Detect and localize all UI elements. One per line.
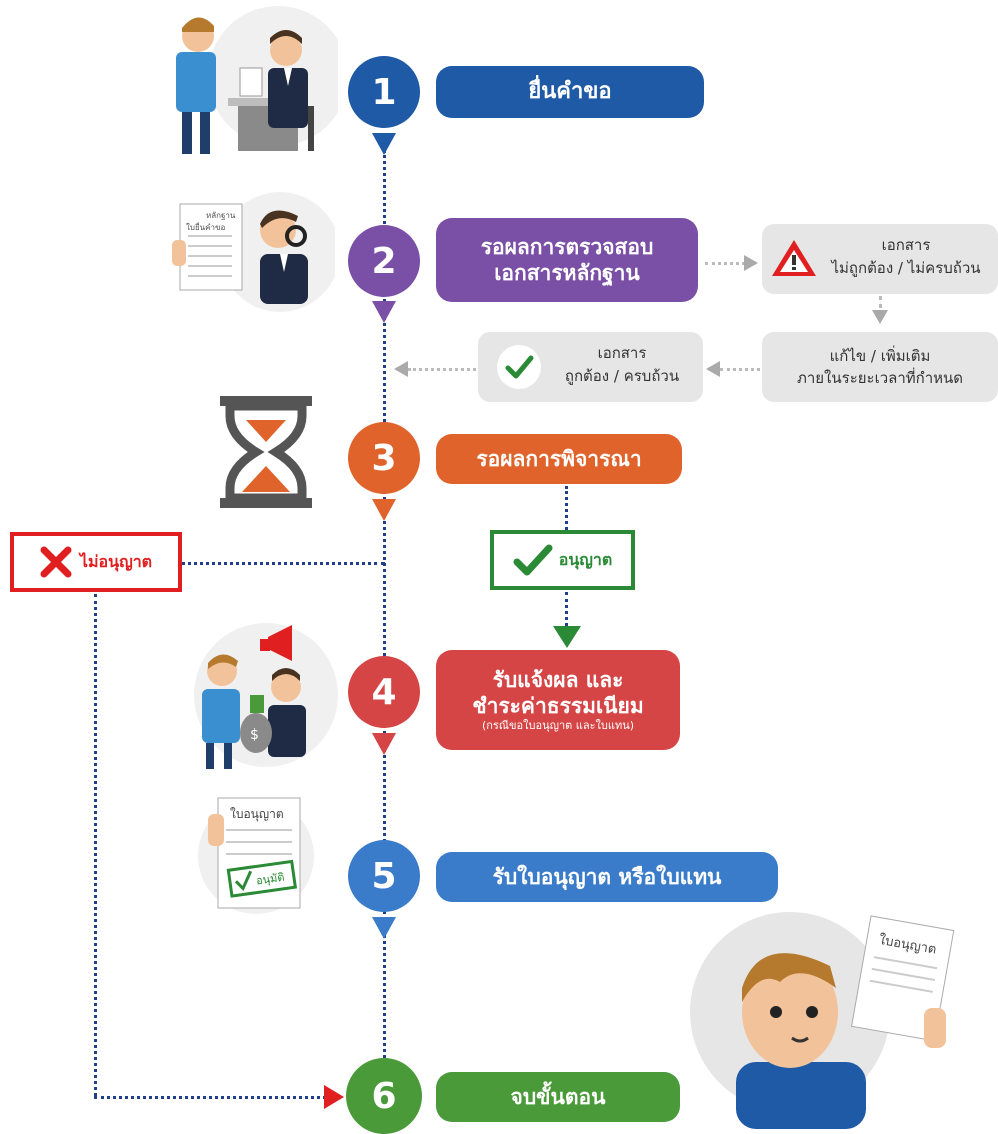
step-2-label-line2: เอกสารหลักฐาน bbox=[494, 261, 640, 285]
step-5-label-box: รับใบอนุญาต หรือใบแทน bbox=[436, 852, 778, 902]
step-5-number: 5 bbox=[371, 855, 397, 897]
rejected-x-icon bbox=[40, 546, 72, 578]
approved-label: อนุญาต bbox=[558, 549, 613, 569]
checkmark-circle-icon bbox=[496, 344, 542, 390]
step-6-circle: 6 bbox=[346, 1058, 422, 1134]
illustration-submit-request bbox=[168, 6, 338, 161]
step-2-arrow bbox=[372, 301, 396, 323]
step-5-label: รับใบอนุญาต หรือใบแทน bbox=[492, 864, 722, 889]
step-1-arrow bbox=[372, 133, 396, 155]
step-5-arrow bbox=[372, 917, 396, 939]
invalid-documents-line1: เอกสาร bbox=[881, 236, 931, 254]
step-2-label-box: รอผลการตรวจสอบ เอกสารหลักฐาน bbox=[436, 218, 698, 302]
step-6-number: 6 bbox=[371, 1075, 397, 1117]
step-2-label-line1: รอผลการตรวจสอบ bbox=[480, 234, 654, 259]
step-1-label-box: ยื่นคำขอ bbox=[436, 66, 704, 118]
branch-arrow-left-2 bbox=[394, 361, 408, 377]
branch-connector-down bbox=[879, 296, 882, 308]
step-2-circle: 2 bbox=[348, 225, 420, 297]
fix-documents-line1: แก้ไข / เพิ่มเติม bbox=[829, 346, 931, 365]
invalid-documents-line2: ไม่ถูกต้อง / ไม่ครบถ้วน bbox=[831, 258, 981, 277]
fix-documents-line2: ภายในระยะเวลาที่กำหนด bbox=[796, 369, 964, 387]
step-4-circle: 4 bbox=[348, 656, 420, 728]
branch-connector-to-main bbox=[408, 368, 476, 371]
approved-connector-lower bbox=[565, 592, 568, 626]
step-1-circle: 1 bbox=[348, 56, 420, 128]
valid-documents-line2: ถูกต้อง / ครบถ้วน bbox=[564, 366, 680, 385]
step-1-label: ยื่นคำขอ bbox=[528, 79, 612, 105]
step-6-label-box: จบขั้นตอน bbox=[436, 1072, 680, 1122]
step-3-label-box: รอผลการพิจารณา bbox=[436, 434, 682, 484]
step-3-arrow bbox=[372, 499, 396, 521]
illustration-license-approved: ใบอนุญาต อนุมัติ bbox=[196, 790, 316, 920]
step-5-circle: 5 bbox=[348, 840, 420, 912]
fix-documents-box: แก้ไข / เพิ่มเติม ภายในระยะเวลาที่กำหนด bbox=[762, 332, 998, 402]
hourglass-icon bbox=[220, 396, 312, 508]
warning-icon bbox=[770, 238, 818, 278]
rejected-arrow bbox=[324, 1085, 344, 1109]
rejected-box: ไม่อนุญาต bbox=[10, 532, 182, 592]
approved-check-icon bbox=[513, 542, 553, 578]
rejected-connector bbox=[181, 562, 385, 565]
main-connector bbox=[383, 150, 386, 1070]
request-form-label: ใบยื่นคำขอ bbox=[186, 221, 225, 232]
branch-arrow-down bbox=[872, 310, 888, 324]
step-2-number: 2 bbox=[371, 240, 397, 282]
step-3-label: รอผลการพิจารณา bbox=[476, 446, 642, 471]
step-4-label-box: รับแจ้งผล และ ชำระค่าธรรมเนียม (กรณีขอใบ… bbox=[436, 650, 680, 750]
valid-documents-text: เอกสาร ถูกต้อง / ครบถ้วน bbox=[552, 342, 692, 387]
step-4-number: 4 bbox=[371, 671, 397, 713]
illustration-receive-license: ใบอนุญาต bbox=[680, 912, 980, 1129]
license-doc-label: ใบอนุญาต bbox=[230, 807, 284, 822]
step-6-label: จบขั้นตอน bbox=[510, 1084, 606, 1109]
step-4-note: (กรณีขอใบอนุญาต และใบแทน) bbox=[481, 719, 635, 733]
svg-text:$: $ bbox=[250, 727, 259, 743]
approved-arrow bbox=[553, 626, 581, 648]
approved-stamp-label: อนุมัติ bbox=[255, 871, 285, 888]
step-4-label-line1: รับแจ้งผล และ bbox=[492, 667, 624, 692]
approved-connector-upper bbox=[565, 486, 568, 530]
evidence-label: หลักฐาน bbox=[206, 211, 236, 220]
approved-box: อนุญาต bbox=[490, 530, 635, 590]
branch-arrow-right bbox=[744, 255, 758, 271]
valid-documents-line1: เอกสาร bbox=[597, 344, 647, 362]
branch-connector-to-invalid bbox=[705, 262, 745, 265]
step-3-number: 3 bbox=[371, 437, 397, 479]
branch-arrow-left-1 bbox=[706, 361, 720, 377]
step-1-number: 1 bbox=[371, 71, 397, 113]
step-4-label-line2: ชำระค่าธรรมเนียม bbox=[472, 694, 644, 719]
step-4-arrow bbox=[372, 733, 396, 755]
invalid-documents-box: เอกสาร ไม่ถูกต้อง / ไม่ครบถ้วน bbox=[762, 224, 998, 294]
illustration-payment: $ bbox=[188, 615, 338, 770]
valid-documents-box: เอกสาร ถูกต้อง / ครบถ้วน bbox=[478, 332, 703, 402]
branch-connector-to-valid bbox=[720, 368, 760, 371]
rejected-label: ไม่อนุญาต bbox=[79, 551, 153, 571]
rejected-connector-to-end bbox=[94, 1096, 326, 1099]
rejected-connector-down bbox=[94, 594, 97, 1096]
illustration-document-inspection: หลักฐาน ใบยื่นคำขอ bbox=[170, 190, 335, 315]
invalid-documents-text: เอกสาร ไม่ถูกต้อง / ไม่ครบถ้วน bbox=[816, 234, 996, 279]
step-3-circle: 3 bbox=[348, 422, 420, 494]
